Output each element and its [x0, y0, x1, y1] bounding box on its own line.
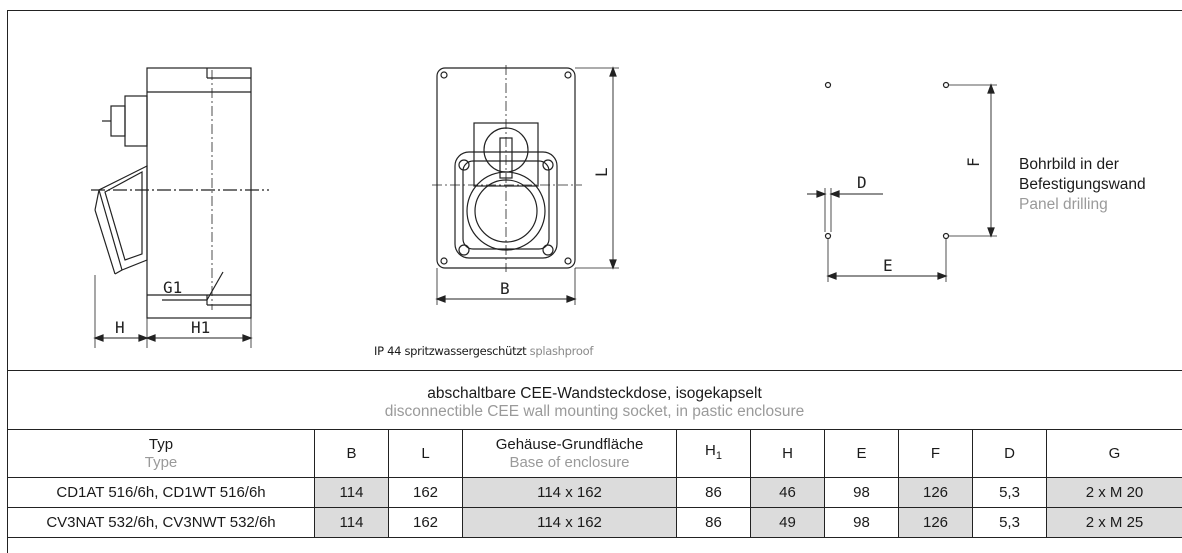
- drawings-svg: H H1 G1 B L D E F: [91, 65, 997, 348]
- technical-drawings: H H1 G1 B L D E F IP 44 spritzwassergesc…: [7, 10, 1182, 370]
- drilling-caption-de-1: Bohrbild in der: [1019, 156, 1119, 173]
- cell-l: 162: [388, 507, 463, 538]
- cell-base: 114 x 162: [462, 507, 677, 538]
- front-view-drawing: [432, 65, 619, 305]
- col-header-b: B: [314, 429, 389, 478]
- col-header-l: L: [388, 429, 463, 478]
- drilling-caption: Bohrbild in der Befestigungswand Panel d…: [1019, 155, 1146, 215]
- col-header-type-de: Typ: [148, 435, 174, 453]
- dim-label-b: B: [500, 279, 510, 298]
- cell-h: 46: [750, 477, 825, 508]
- product-title-en: disconnectible CEE wall mounting socket,…: [384, 403, 805, 420]
- col-header-g: G: [1046, 429, 1182, 478]
- col-header-type-en: Type: [144, 453, 178, 471]
- col-header-f: F: [898, 429, 973, 478]
- cell-d: 5,3: [972, 477, 1047, 508]
- ip-caption-de: IP 44 spritzwassergeschützt: [374, 344, 527, 358]
- cell-e: 98: [824, 477, 899, 508]
- col-header-h1: H1: [676, 429, 751, 478]
- dim-label-l: L: [592, 167, 611, 177]
- cell-e: 98: [824, 507, 899, 538]
- dim-label-e: E: [883, 256, 893, 275]
- cell-h: 49: [750, 507, 825, 538]
- dim-label-h1: H1: [191, 318, 210, 337]
- side-view-drawing: [91, 67, 269, 348]
- dim-label-h: H: [115, 318, 125, 337]
- col-header-h1-sub: 1: [715, 450, 722, 462]
- cell-h1: 86: [676, 477, 751, 508]
- ip-caption-en: splashproof: [529, 344, 594, 358]
- specification-table: Typ Type B L Gehäuse-Grundfläche Base of…: [7, 429, 1182, 538]
- dim-label-g1: G1: [163, 278, 182, 297]
- col-header-h1-main: H: [705, 442, 716, 459]
- drilling-caption-de-2: Befestigungswand: [1019, 176, 1146, 193]
- drilling-caption-en: Panel drilling: [1019, 196, 1108, 213]
- product-title: abschaltbare CEE-Wandsteckdose, isogekap…: [7, 370, 1182, 429]
- col-header-base-de: Gehäuse-Grundfläche: [495, 435, 644, 453]
- cell-b: 114: [314, 507, 389, 538]
- cell-f: 126: [898, 477, 973, 508]
- product-title-de: abschaltbare CEE-Wandsteckdose, isogekap…: [427, 385, 762, 402]
- dim-label-d: D: [857, 173, 867, 192]
- cell-f: 126: [898, 507, 973, 538]
- cell-b: 114: [314, 477, 389, 508]
- col-header-base-en: Base of enclosure: [509, 453, 630, 471]
- cell-l: 162: [388, 477, 463, 508]
- table-header-row: Typ Type B L Gehäuse-Grundfläche Base of…: [7, 429, 1182, 478]
- cell-h1: 86: [676, 507, 751, 538]
- cell-g: 2 x M 25: [1046, 507, 1182, 538]
- col-header-d: D: [972, 429, 1047, 478]
- table-row: CV3NAT 532/6h, CV3NWT 532/6h 114 162 114…: [7, 507, 1182, 538]
- drawing-frame: [7, 10, 1182, 553]
- ip-rating-caption: IP 44 spritzwassergeschützt splashproof: [374, 344, 593, 358]
- drilling-pattern-drawing: [807, 81, 997, 282]
- cell-type: CD1AT 516/6h, CD1WT 516/6h: [7, 477, 315, 508]
- table-row: CD1AT 516/6h, CD1WT 516/6h 114 162 114 x…: [7, 477, 1182, 508]
- col-header-e: E: [824, 429, 899, 478]
- cell-type: CV3NAT 532/6h, CV3NWT 532/6h: [7, 507, 315, 538]
- col-header-base: Gehäuse-Grundfläche Base of enclosure: [462, 429, 677, 478]
- cell-g: 2 x M 20: [1046, 477, 1182, 508]
- col-header-h: H: [750, 429, 825, 478]
- cell-d: 5,3: [972, 507, 1047, 538]
- dim-label-f: F: [964, 157, 983, 167]
- cell-base: 114 x 162: [462, 477, 677, 508]
- col-header-type: Typ Type: [7, 429, 315, 478]
